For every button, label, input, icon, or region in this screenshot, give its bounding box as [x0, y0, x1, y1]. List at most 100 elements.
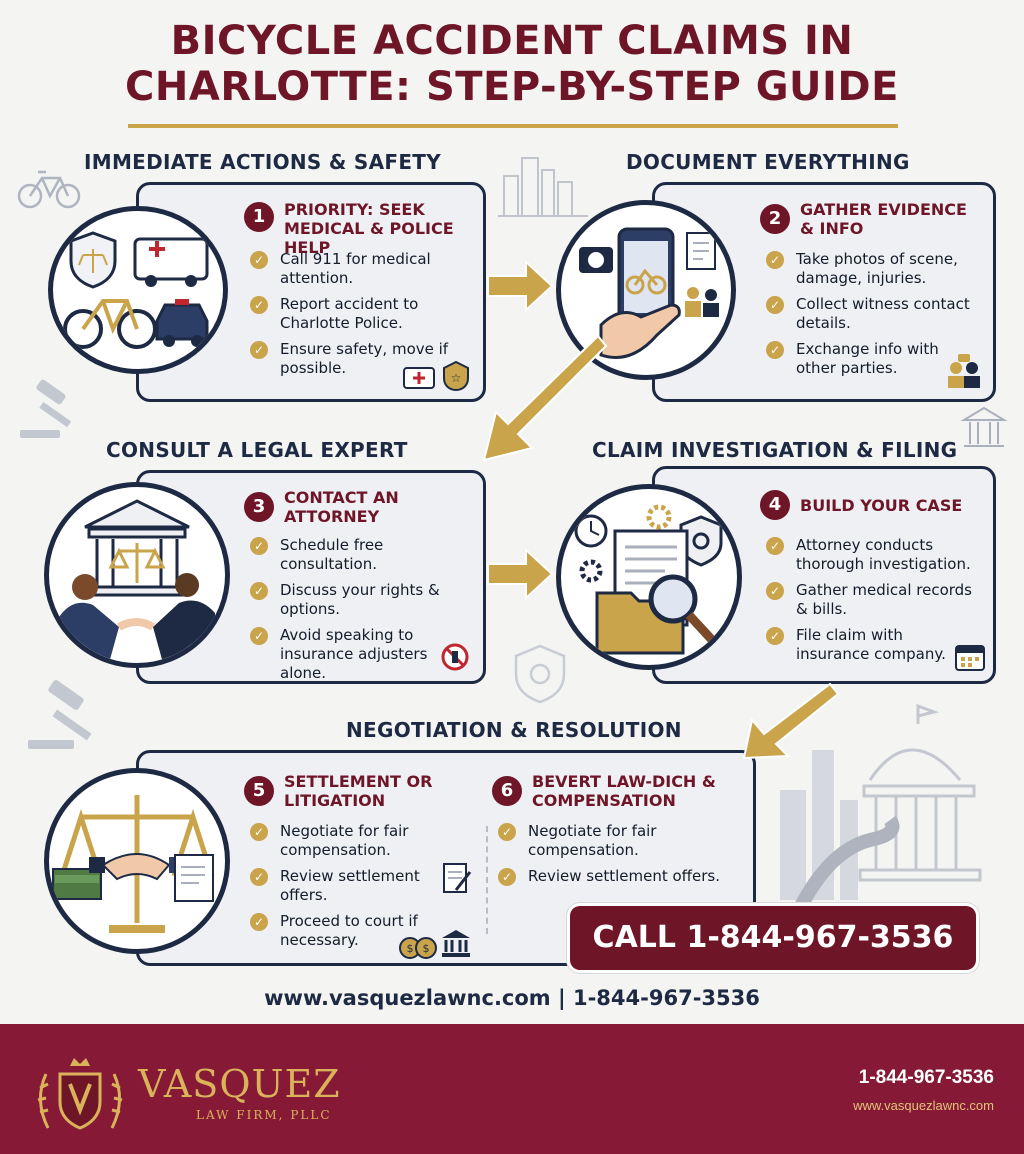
skyline-icon	[780, 703, 982, 910]
page-title: BICYCLE ACCIDENT CLAIMS IN CHARLOTTE: ST…	[0, 18, 1024, 110]
contact-line[interactable]: www.vasquezlawnc.com | 1-844-967-3536	[264, 986, 760, 1010]
first-aid-icon	[403, 367, 435, 389]
step-number-1: 1	[244, 202, 274, 232]
document-icon	[174, 854, 214, 902]
document-icon	[686, 232, 716, 270]
arrow-right-icon	[487, 259, 554, 313]
step-number-3: 3	[244, 492, 274, 522]
witness-icon	[948, 354, 980, 388]
calendar-icon	[955, 645, 985, 671]
section-claim-investigation: CLAIM INVESTIGATION & FILING	[592, 438, 958, 462]
list-item: ✓Ensure safety, move if possible.	[250, 340, 450, 378]
list-item: ✓Negotiate for fair compensation.	[498, 822, 738, 860]
gavel-icon	[20, 379, 72, 438]
skyline-icon	[498, 157, 588, 217]
step-number-5: 5	[244, 776, 274, 806]
footer-phone[interactable]: 1-844-967-3536	[858, 1067, 994, 1088]
scales-icon	[108, 543, 166, 583]
arrow-diagonal-icon	[742, 682, 840, 760]
phone-icon	[617, 227, 675, 327]
check-icon: ✓	[250, 823, 268, 841]
step-2-bullets: ✓Take photos of scene, damage, injuries.…	[766, 250, 976, 385]
step-3-bullets: ✓Schedule free consultation. ✓Discuss yo…	[250, 536, 450, 690]
step-1-illustration	[48, 206, 228, 374]
step-4-title: BUILD YOUR CASE	[800, 496, 963, 515]
list-item: ✓Schedule free consultation.	[250, 536, 450, 574]
list-item: ✓Gather medical records & bills.	[766, 581, 980, 619]
document-icon	[443, 863, 472, 893]
bicycle-icon	[17, 170, 81, 209]
witness-icon	[685, 287, 719, 317]
police-car-icon	[155, 299, 209, 347]
section-negotiation: NEGOTIATION & RESOLUTION	[346, 718, 682, 742]
step-1-title: PRIORITY: SEEK MEDICAL & POLICE HELP	[284, 200, 454, 257]
check-icon: ✓	[498, 868, 516, 886]
money-icon	[52, 868, 102, 900]
step-number-6: 6	[492, 776, 522, 806]
step-number-4: 4	[760, 490, 790, 520]
step-number-2: 2	[760, 204, 790, 234]
check-icon: ✓	[250, 537, 268, 555]
step-divider	[486, 826, 488, 934]
step-3-title: CONTACT AN ATTORNEY	[284, 488, 399, 526]
check-icon: ✓	[250, 341, 268, 359]
step-2-title: GATHER EVIDENCE & INFO	[800, 200, 967, 238]
bicycle-icon	[63, 299, 157, 349]
magnifier-icon	[648, 574, 717, 645]
title-line-2: CHARLOTTE: STEP-BY-STEP GUIDE	[125, 64, 899, 110]
gavel-icon	[28, 680, 92, 749]
check-icon: ✓	[766, 537, 784, 555]
step-6-bullets: ✓Negotiate for fair compensation. ✓Revie…	[498, 822, 738, 893]
list-item: ✓File claim with insurance company.	[766, 626, 980, 664]
courthouse-icon	[960, 406, 1008, 447]
ambulance-icon	[133, 237, 209, 287]
check-icon: ✓	[250, 296, 268, 314]
money-icon: $$	[399, 937, 437, 959]
footer-bar	[0, 1024, 1024, 1154]
check-icon: ✓	[766, 296, 784, 314]
list-item: ✓Report accident to Charlotte Police.	[250, 295, 450, 333]
check-icon: ✓	[766, 341, 784, 359]
step-3-illustration	[44, 482, 230, 668]
footer-website[interactable]: www.vasquezlawnc.com	[853, 1098, 994, 1113]
check-icon: ✓	[766, 627, 784, 645]
svg-text:☆: ☆	[451, 371, 462, 385]
check-icon: ✓	[766, 251, 784, 269]
check-icon: ✓	[250, 251, 268, 269]
check-icon: ✓	[250, 913, 268, 931]
list-item: ✓Discuss your rights & options.	[250, 581, 450, 619]
camera-icon	[579, 247, 613, 273]
handshake-icon	[117, 618, 156, 631]
logo-wordmark[interactable]: VASQUEZ	[138, 1062, 341, 1106]
gear-icon	[579, 504, 672, 583]
section-consult-legal: CONSULT A LEGAL EXPERT	[106, 438, 408, 462]
list-item: ✓Review settlement offers.	[250, 867, 446, 905]
check-icon: ✓	[250, 627, 268, 645]
list-item: ✓Collect witness contact details.	[766, 295, 976, 333]
check-icon: ✓	[766, 582, 784, 600]
section-document-everything: DOCUMENT EVERYTHING	[626, 150, 910, 174]
arrow-diagonal-icon	[482, 334, 608, 462]
arrow-right-icon	[487, 547, 554, 601]
check-icon: ✓	[498, 823, 516, 841]
check-icon: ✓	[250, 868, 268, 886]
title-line-1: BICYCLE ACCIDENT CLAIMS IN	[170, 18, 854, 64]
list-item: ✓Attorney conducts thorough investigatio…	[766, 536, 980, 574]
call-button[interactable]: CALL 1-844-967-3536	[570, 906, 976, 970]
clock-icon	[574, 514, 608, 548]
step-4-bullets: ✓Attorney conducts thorough investigatio…	[766, 536, 980, 671]
badge-icon: ☆	[443, 360, 469, 392]
svg-text:$: $	[407, 942, 414, 955]
list-item: ✓Call 911 for medical attention.	[250, 250, 450, 288]
step-6-title: BEVERT LAW-DICH & COMPENSATION	[532, 772, 716, 810]
logo-subtitle: LAW FIRM, PLLC	[196, 1108, 332, 1122]
no-phone-icon	[441, 643, 469, 671]
logo-crest-icon	[37, 1058, 123, 1130]
list-item: ✓Proceed to court if necessary.	[250, 912, 446, 950]
section-immediate-actions: IMMEDIATE ACTIONS & SAFETY	[84, 150, 442, 174]
list-item: ✓Exchange info with other parties.	[766, 340, 976, 378]
svg-text:$: $	[423, 942, 430, 955]
courthouse-icon	[442, 930, 470, 957]
step-4-illustration	[556, 484, 742, 670]
shield-icon	[69, 231, 117, 289]
